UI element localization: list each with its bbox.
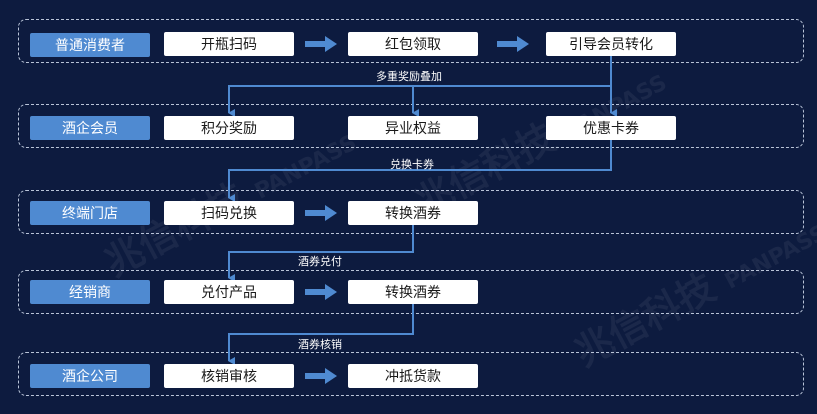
connector-line xyxy=(228,304,414,365)
row-frame-company xyxy=(18,352,804,396)
row-frame-consumer xyxy=(18,19,804,63)
step-box: 开瓶扫码 xyxy=(164,32,294,56)
row-frame-distributor xyxy=(18,270,804,314)
step-box: 红包领取 xyxy=(348,32,478,56)
step-box: 扫码兑换 xyxy=(164,201,294,225)
connector-line xyxy=(228,56,612,117)
step-box: 引导会员转化 xyxy=(546,32,676,56)
connector-line xyxy=(228,139,612,202)
step-box: 异业权益 xyxy=(348,116,478,140)
right-arrow-icon xyxy=(497,36,529,52)
right-arrow-icon xyxy=(305,284,337,300)
row-frame-member xyxy=(18,104,804,148)
connector-label: 酒券核销 xyxy=(298,338,342,351)
step-box: 冲抵货款 xyxy=(348,364,478,388)
connector-label: 酒券兑付 xyxy=(298,255,342,268)
connector-label: 兑换卡券 xyxy=(390,158,434,171)
connector-line xyxy=(228,224,414,282)
row-frame-store xyxy=(18,190,804,234)
role-label: 普通消费者 xyxy=(30,33,150,57)
step-box: 积分奖励 xyxy=(164,116,294,140)
right-arrow-icon xyxy=(305,36,337,52)
role-label: 终端门店 xyxy=(30,201,150,225)
role-label: 经销商 xyxy=(30,280,150,304)
step-box: 优惠卡券 xyxy=(546,116,676,140)
step-box: 兑付产品 xyxy=(164,280,294,304)
right-arrow-icon xyxy=(305,205,337,221)
role-label: 酒企公司 xyxy=(30,364,150,388)
step-box: 转换酒券 xyxy=(348,201,478,225)
connector-label: 多重奖励叠加 xyxy=(376,70,442,83)
step-box: 转换酒券 xyxy=(348,280,478,304)
right-arrow-icon xyxy=(305,368,337,384)
role-label: 酒企会员 xyxy=(30,116,150,140)
step-box: 核销审核 xyxy=(164,364,294,388)
